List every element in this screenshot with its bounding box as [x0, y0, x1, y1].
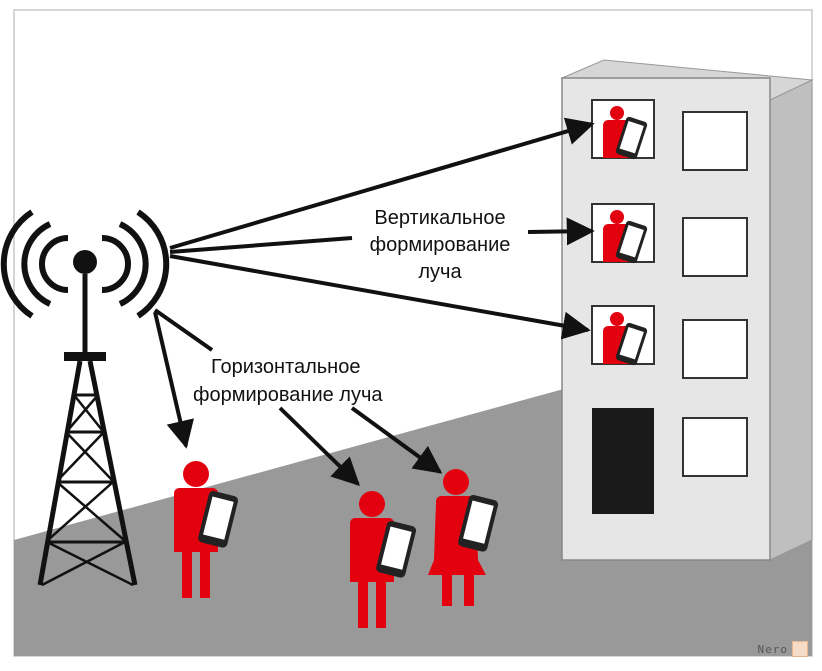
- person-with-phone-icon: [428, 469, 500, 606]
- watermark-logo-icon: [792, 641, 808, 657]
- person-with-phone-icon: [350, 491, 418, 628]
- window-person-2: [591, 203, 655, 265]
- cell-tower-icon: [0, 209, 170, 587]
- window: [682, 217, 748, 277]
- horizontal-label-line-1: Горизонтальное: [211, 356, 360, 378]
- door: [592, 408, 654, 514]
- window: [682, 111, 748, 171]
- horizontal-label-line-2: формирование луча: [193, 384, 383, 406]
- watermark: Nero: [757, 643, 788, 656]
- building-side: [769, 79, 813, 561]
- person-with-phone-icon: [174, 461, 240, 598]
- vertical-label-line-1: Вертикальное: [374, 207, 505, 229]
- vertical-beam-arrows: [169, 117, 595, 340]
- window: [682, 417, 748, 477]
- window-person-1: [591, 99, 655, 161]
- window: [682, 319, 748, 379]
- horizontal-beam-arrows: [153, 308, 443, 486]
- vertical-label-line-2: формирование: [370, 234, 511, 256]
- vertical-label-line-3: луча: [418, 261, 462, 283]
- window-person-3: [591, 305, 655, 367]
